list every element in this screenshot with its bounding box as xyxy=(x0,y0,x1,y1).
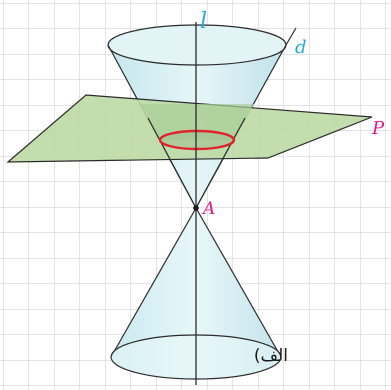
vertex-label-a: A xyxy=(201,199,215,219)
figure-caption: الف) xyxy=(254,346,288,366)
lower-cone-left-edge xyxy=(110,207,197,358)
upper-cone-rim xyxy=(107,24,287,66)
upper-cone-left-edge-over-plane xyxy=(147,117,197,209)
section-circle xyxy=(158,129,236,151)
upper-cone-right-edge-over-plane xyxy=(195,117,246,209)
lower-cone-right-edge xyxy=(195,207,282,358)
vertex-point-a xyxy=(193,205,199,211)
axis-label-l: l xyxy=(200,9,207,34)
plane-label-p: P xyxy=(371,118,385,139)
cone-plane-overlap xyxy=(140,104,254,140)
generator-line-d xyxy=(285,27,297,46)
generator-label-d: d xyxy=(295,37,307,58)
